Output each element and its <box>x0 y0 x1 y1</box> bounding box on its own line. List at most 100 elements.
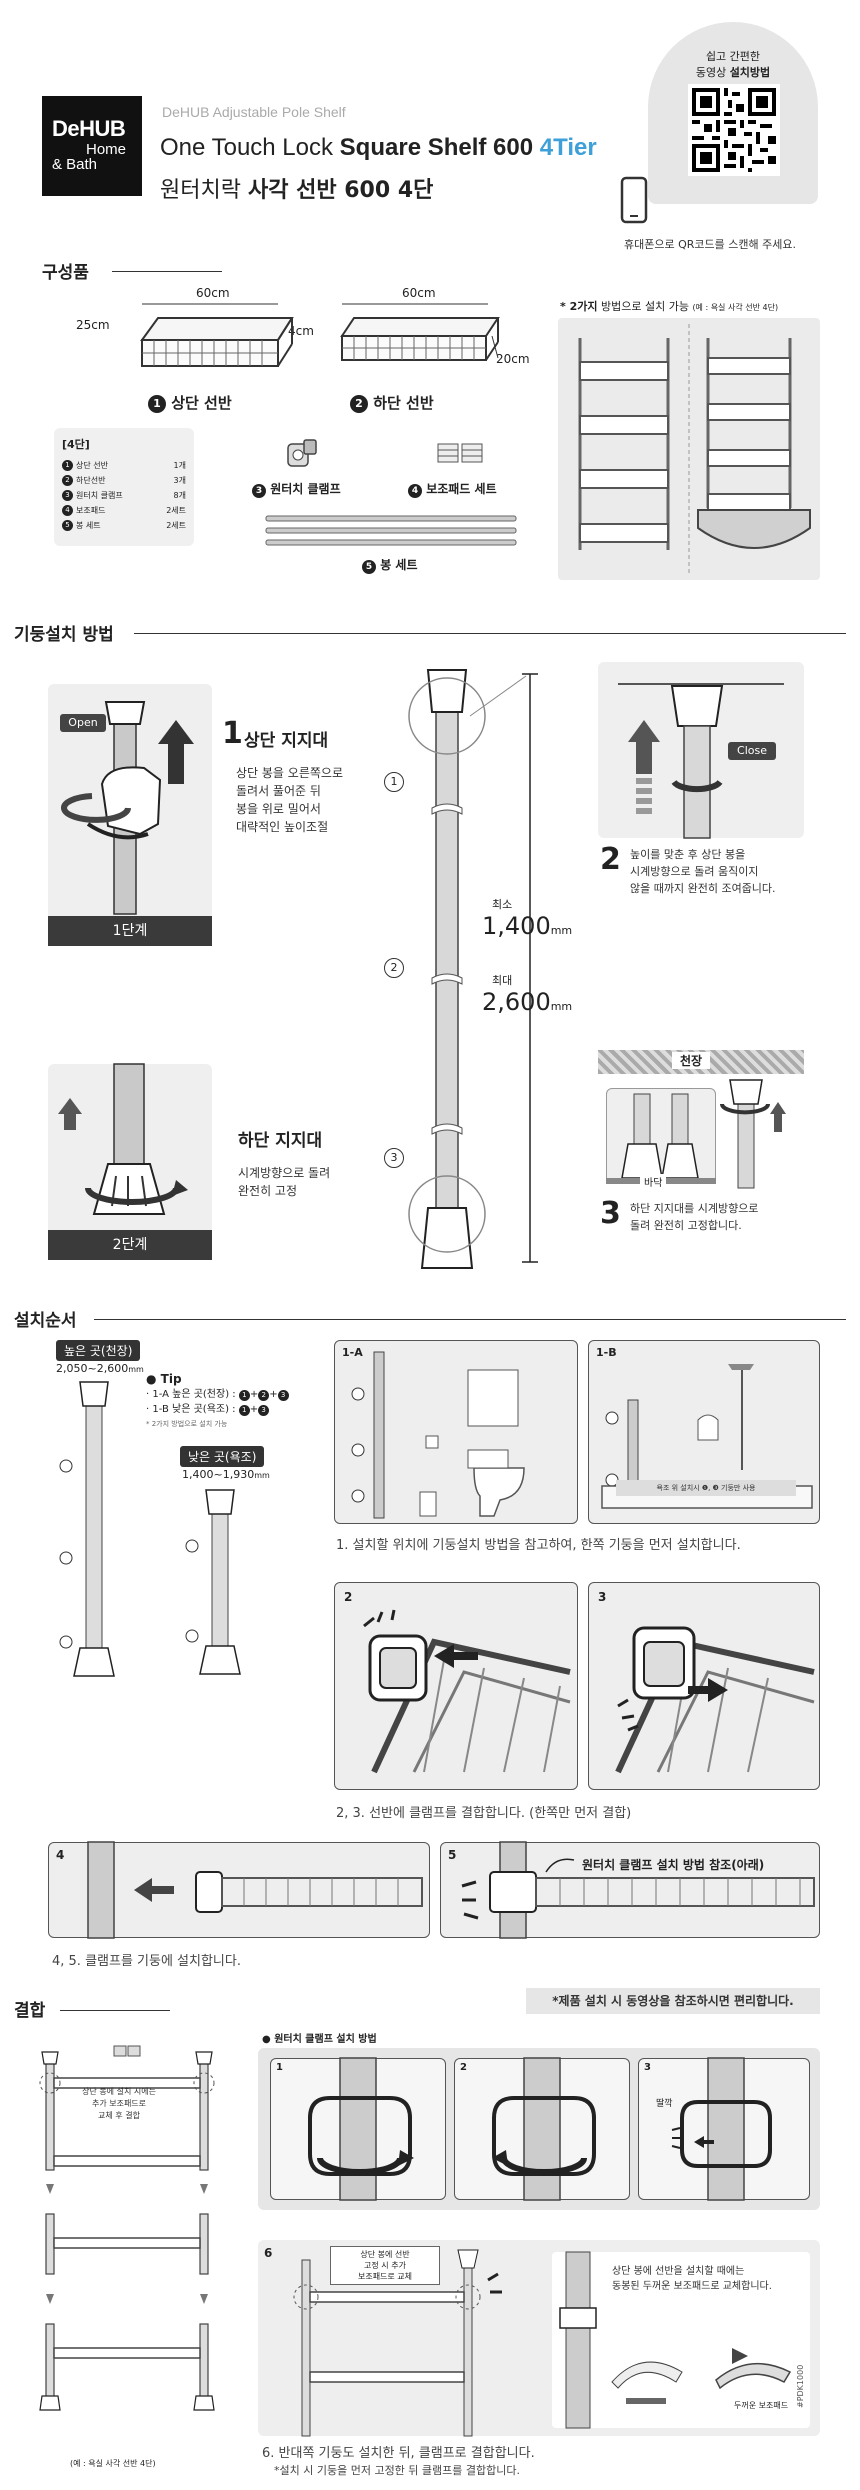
pole-marker-2: 2 <box>384 958 404 978</box>
pad-icon <box>437 443 483 463</box>
caption-step-6-note: *설치 시 기둥을 먼저 고정한 뒤 클램프를 결합합니다. <box>274 2464 520 2477</box>
step2-desc-line: 시계방향으로 돌려 움직이지 <box>630 865 759 878</box>
qr-code-icon <box>688 84 780 176</box>
panel-1b-illustration <box>601 1364 813 1509</box>
lower-support-title: 하단 지지대 <box>238 1131 323 1151</box>
high-range-value: 2,050~2,600 <box>56 1362 129 1375</box>
min-height-label: 최소 <box>492 898 513 911</box>
tip-title-text: Tip <box>160 1372 182 1386</box>
panel-5-callout: 원터치 클램프 설치 방법 참조(아래) <box>582 1858 765 1872</box>
pole-step2-num: 2 <box>600 842 621 877</box>
min-height-unit: mm <box>550 924 573 937</box>
tip-prefix: · 1-B 낮은 곳(욕조) : <box>146 1404 239 1415</box>
combine-example-note: (예 : 욕실 사각 선반 4단) <box>70 2459 156 2468</box>
top-shelf-width: 60cm <box>196 286 230 300</box>
clamp-num: 3 <box>252 484 266 498</box>
floor-step-illustration <box>606 1079 786 1189</box>
qr-caption-line2: 동영상 설치방법 <box>648 64 818 80</box>
panel-4-illustration <box>87 1841 423 1939</box>
parts-list-name: 봉 세트 <box>76 521 101 530</box>
upper-desc-line: 상단 봉을 오른쪽으로 <box>236 766 343 780</box>
panel-2-label: 2 <box>344 1590 353 1604</box>
smartphone-icon <box>620 176 648 224</box>
replace-note-line: 상단 봉에 선반을 설치할 때에는 <box>612 2266 745 2277</box>
thick-pad-label: 두꺼운 보조패드 <box>734 2401 789 2410</box>
panel6-note-line: 고정 시 추가 <box>364 2261 406 2270</box>
pad-label: 4 보조패드 세트 <box>408 480 497 498</box>
clamp-label: 3 원터치 클램프 <box>252 480 341 498</box>
pole-install-section-title: 기둥설치 방법 <box>14 625 114 645</box>
panel-2-illustration <box>363 1609 571 1774</box>
title-kr-regular: 원터치락 <box>160 178 248 203</box>
top-shelf-illustration <box>140 303 294 367</box>
step2-desc-line: 않을 때까지 완전히 조여줍니다. <box>630 882 776 895</box>
panel6-note-line: 보조패드로 교체 <box>357 2272 413 2281</box>
step3-desc-line: 하단 지지대를 시계방향으로 <box>630 1202 759 1215</box>
parts-list-qty: 8개 <box>173 491 186 500</box>
close-badge: Close <box>728 742 776 760</box>
panel6-note-line: 상단 봉에 선반 <box>360 2250 410 2259</box>
max-height-number: 2,600 <box>482 988 551 1016</box>
panel-1b-label: 1-B <box>596 1346 617 1359</box>
upper-desc-line: 돌려서 풀어준 뒤 <box>236 784 321 798</box>
install-order-section-title: 설치순서 <box>14 1311 77 1331</box>
parts-list-name: 보조패드 <box>76 506 106 515</box>
parts-list-name: 상단 선반 <box>76 461 108 470</box>
clamp-install-title-text: 원터치 클램프 설치 방법 <box>274 2034 377 2045</box>
parts-list-name: 원터치 클램프 <box>76 491 123 500</box>
low-place-range: 1,400~1,930mm <box>182 1468 270 1481</box>
components-divider <box>112 271 222 272</box>
panel-4-label: 4 <box>56 1848 65 1862</box>
tip-plus: + <box>249 1389 259 1400</box>
clamp-icon <box>287 439 317 467</box>
top-shelf-name: 상단 선반 <box>171 394 232 412</box>
top-shelf-num: 1 <box>148 395 166 413</box>
central-pole-illustration <box>408 669 538 1269</box>
panel-1b-strip: 욕조 위 설치시 ❶, ❸ 기둥만 사용 <box>616 1480 796 1496</box>
combine-overview-illustration <box>39 2045 215 2411</box>
brand-logo-line3: & Bath <box>52 156 98 173</box>
step3-desc-line: 돌려 완전히 고정합니다. <box>630 1219 742 1232</box>
panel-3-label: 3 <box>598 1590 607 1604</box>
upper-support-num: 1 <box>222 716 243 751</box>
upper-desc-line: 대략적인 높이조절 <box>236 820 329 834</box>
tip-step-circle: 1 <box>238 1405 250 1416</box>
pole-set-name: 봉 세트 <box>380 558 418 572</box>
clamp-step-3-num: 3 <box>644 2062 651 2073</box>
top-shelf-depth: 25cm <box>76 318 110 332</box>
replace-note-line: 동봉된 두꺼운 보조패드로 교체합니다. <box>612 2281 772 2292</box>
panel-5-illustration <box>461 1841 815 1939</box>
parts-list-num: 3 <box>62 490 73 501</box>
panel-6-label: 6 <box>264 2246 273 2260</box>
pole-set-illustration <box>265 515 517 546</box>
qr-scan-hint: 휴대폰으로 QR코드를 스캔해 주세요. <box>624 238 796 251</box>
clamp-step-2-num: 2 <box>460 2062 467 2073</box>
install-methods-bold: * 2가지 <box>560 300 598 313</box>
floor-label: 바닥 <box>640 1174 667 1189</box>
caption-step-1: 1. 설치할 위치에 기둥설치 방법을 참고하여, 한쪽 기둥을 먼저 설치합니… <box>336 1538 741 1553</box>
pad-name: 보조패드 세트 <box>426 482 497 496</box>
clamp-step-1-num: 1 <box>276 2062 283 2073</box>
max-height-label: 최대 <box>492 974 513 987</box>
parts-list-num: 2 <box>62 475 73 486</box>
open-badge: Open <box>60 714 106 732</box>
tip-line-1: · 1-A 높은 곳(천장) : 1+2+3 <box>146 1387 289 1402</box>
pole-marker-1: 1 <box>384 772 404 792</box>
clamp-step-3-illustration <box>671 2057 772 2201</box>
tip-prefix: · 1-A 높은 곳(천장) : <box>146 1389 239 1400</box>
side-product-code: #PDK1000 <box>796 2364 805 2408</box>
qr-caption-bold: 설치방법 <box>729 66 771 79</box>
title-en-accent: 4Tier <box>539 134 597 161</box>
high-place-pole <box>59 1381 115 1677</box>
upper-support-title: 상단 지지대 <box>244 731 329 751</box>
title-en-bold: Square Shelf 600 <box>339 134 540 161</box>
bottom-shelf-depth: 20cm <box>496 352 530 366</box>
